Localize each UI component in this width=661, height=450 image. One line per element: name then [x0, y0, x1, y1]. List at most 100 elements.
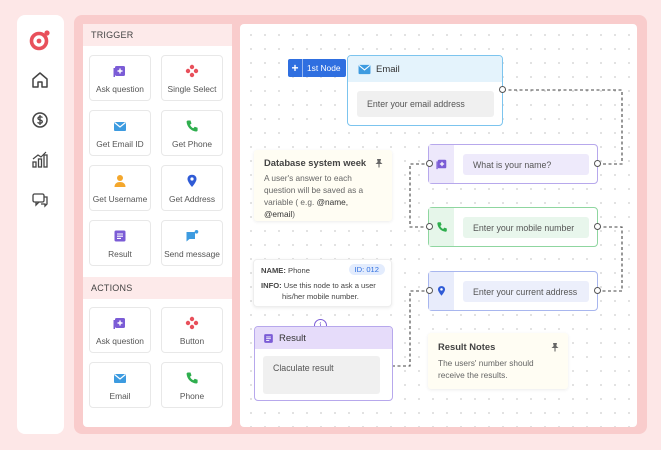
result-node-title: Result	[279, 332, 306, 344]
select-dots-icon	[185, 316, 199, 330]
note-line-3: variable ( e.g. @name,	[264, 196, 382, 208]
add-icon[interactable]: +	[288, 59, 303, 77]
tile-label: Phone	[179, 391, 205, 401]
note-line-4: @email)	[264, 208, 382, 220]
address-output-port[interactable]	[594, 287, 601, 294]
info-label: INFO:	[261, 281, 282, 290]
result-notes-body: The users' number should receive the res…	[438, 357, 558, 381]
email-input[interactable]: Enter your email address	[357, 91, 494, 117]
database-note-title: Database system week	[264, 157, 367, 168]
name-node[interactable]: What is your name?	[428, 144, 598, 184]
info-name-row: NAME: Phone	[261, 266, 310, 275]
phone-icon	[436, 222, 447, 232]
palette-ask-question[interactable]: Ask question	[89, 55, 151, 101]
info-line-1: Use this node to ask a user	[283, 281, 376, 290]
location-pin-icon	[187, 174, 197, 187]
first-node-tag: + 1st Node	[288, 59, 346, 77]
address-node[interactable]: Enter your current address	[428, 271, 598, 311]
add-box-icon	[435, 159, 446, 170]
result-doc-icon	[264, 333, 273, 343]
mobile-input-port[interactable]	[426, 223, 433, 230]
home-icon[interactable]	[27, 67, 53, 93]
tile-label: Get Address	[168, 194, 216, 204]
result-doc-icon	[114, 230, 126, 242]
tile-label: Get Username	[92, 194, 148, 204]
node-palette: TRIGGER Ask question Single Select Get E…	[83, 24, 232, 427]
mobile-node[interactable]: Enter your mobile number	[428, 207, 598, 247]
variable-name: @name,	[316, 197, 349, 207]
note-tail: )	[292, 209, 296, 219]
palette-action-email[interactable]: Email	[89, 362, 151, 408]
pin-icon[interactable]	[550, 342, 560, 352]
palette-single-select[interactable]: Single Select	[161, 55, 223, 101]
result-node-header: Result	[255, 327, 392, 349]
database-note-body: A user's answer to each question will be…	[264, 172, 382, 220]
variable-email: @email	[264, 209, 293, 219]
palette-send-message[interactable]: Send message	[161, 220, 223, 266]
user-icon	[114, 175, 126, 187]
tile-label: Ask question	[96, 336, 144, 346]
result-notes[interactable]: Result Notes The users' number should re…	[428, 333, 568, 389]
add-box-icon	[113, 66, 125, 77]
tile-label: Button	[179, 336, 205, 346]
trigger-section-title: TRIGGER	[83, 24, 232, 46]
palette-action-phone[interactable]: Phone	[161, 362, 223, 408]
node-info-card: NAME: Phone ID: 012 INFO: Use this node …	[253, 259, 392, 307]
address-input[interactable]: Enter your current address	[463, 281, 589, 302]
tile-label: Ask question	[96, 84, 144, 94]
note-line: The users' number should	[438, 358, 534, 368]
tile-label: Result	[108, 249, 132, 259]
mobile-node-icon-strip	[429, 208, 454, 246]
database-note[interactable]: Database system week A user's answer to …	[254, 150, 392, 221]
phone-icon	[186, 120, 198, 132]
address-node-icon-strip	[429, 272, 454, 310]
email-node-header: Email	[348, 56, 502, 82]
mobile-input[interactable]: Enter your mobile number	[463, 217, 589, 238]
info-line-2: his/her mobile number.	[282, 292, 359, 301]
palette-action-ask-question[interactable]: Ask question	[89, 307, 151, 353]
phone-icon	[186, 372, 198, 384]
id-badge: ID: 012	[348, 264, 385, 275]
name-output-port[interactable]	[594, 160, 601, 167]
result-notes-title: Result Notes	[438, 341, 496, 352]
palette-get-email[interactable]: Get Email ID	[89, 110, 151, 156]
email-node-title: Email	[376, 63, 400, 75]
tile-label: Get Email ID	[96, 139, 144, 149]
select-dots-icon	[185, 64, 199, 78]
info-row: INFO: Use this node to ask a user his/he…	[261, 280, 376, 302]
note-line: variable ( e.g.	[264, 197, 317, 207]
result-node[interactable]: Result Claculate result	[254, 326, 393, 401]
palette-get-address[interactable]: Get Address	[161, 165, 223, 211]
email-icon	[114, 122, 126, 131]
tile-label: Get Phone	[171, 139, 213, 149]
address-input-port[interactable]	[426, 287, 433, 294]
palette-get-phone[interactable]: Get Phone	[161, 110, 223, 156]
tile-label: Send message	[164, 249, 220, 259]
location-pin-icon	[437, 286, 446, 296]
palette-result[interactable]: Result	[89, 220, 151, 266]
billing-icon[interactable]	[27, 107, 53, 133]
note-line: receive the results.	[438, 370, 508, 380]
tile-label: Single Select	[167, 84, 217, 94]
palette-get-username[interactable]: Get Username	[89, 165, 151, 211]
side-rail	[17, 15, 64, 434]
name-label: NAME:	[261, 266, 286, 275]
analytics-icon[interactable]	[27, 147, 53, 173]
palette-action-button[interactable]: Button	[161, 307, 223, 353]
name-input-port[interactable]	[426, 160, 433, 167]
tile-label: Email	[109, 391, 131, 401]
message-icon	[186, 230, 199, 242]
logo-icon[interactable]	[27, 27, 53, 53]
first-node-label: 1st Node	[307, 63, 341, 73]
email-node[interactable]: Email Enter your email address	[347, 55, 503, 126]
result-field[interactable]: Claculate result	[263, 356, 380, 394]
note-line: A user's answer to each	[264, 173, 352, 183]
email-output-port[interactable]	[499, 86, 506, 93]
actions-section-title: ACTIONS	[83, 277, 232, 299]
name-input[interactable]: What is your name?	[463, 154, 589, 175]
pin-icon[interactable]	[374, 158, 384, 168]
name-value: Phone	[288, 266, 310, 275]
chat-icon[interactable]	[27, 187, 53, 213]
name-node-icon-strip	[429, 145, 454, 183]
mobile-output-port[interactable]	[594, 223, 601, 230]
